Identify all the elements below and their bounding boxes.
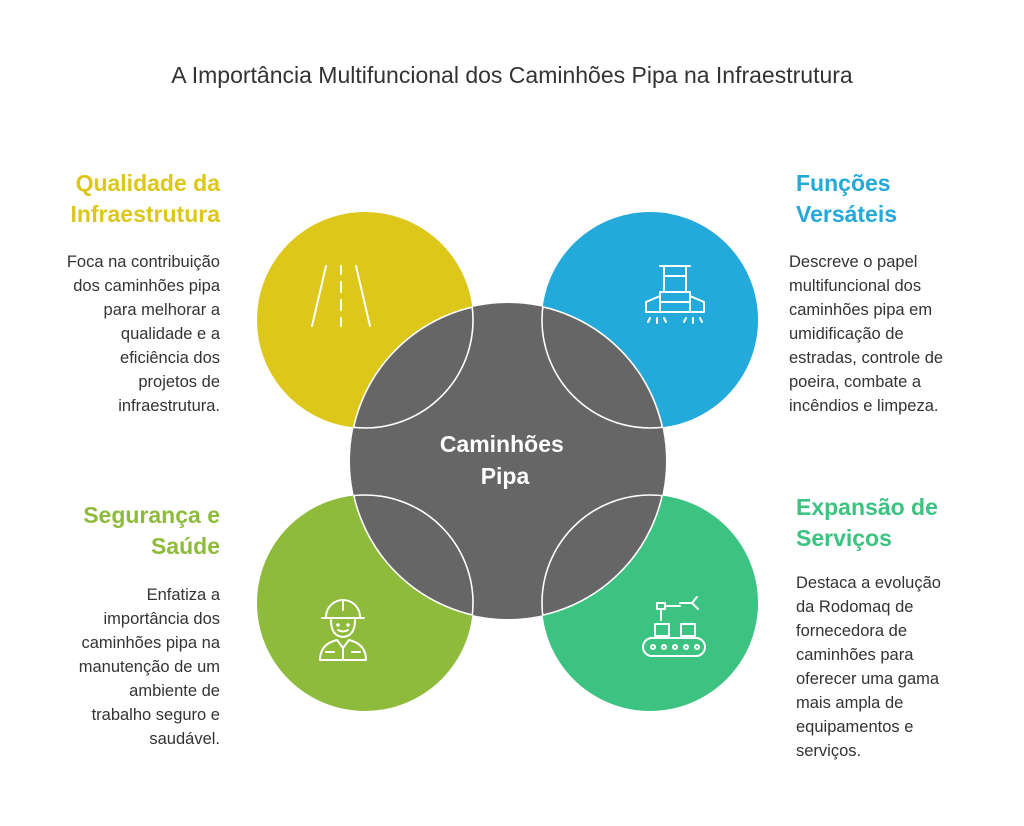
functions-desc-line-7: incêndios e limpeza.	[789, 397, 939, 415]
center-label-line-2: Pipa	[481, 463, 530, 489]
safety-desc-line-6: trabalho seguro e	[91, 706, 220, 724]
expansion-desc-line-8: serviços.	[796, 742, 862, 760]
safety-desc-line-4: manutenção de um	[78, 658, 220, 676]
robot-arm-conveyor-icon	[642, 596, 706, 657]
functions-overlap-arc	[541, 303, 666, 429]
functions-desc-line-2: multifuncional dos	[789, 277, 922, 295]
quality-desc-line-6: projetos de	[138, 373, 220, 391]
functions-desc-line-3: caminhões pipa em	[789, 301, 933, 319]
quality-desc-line-7: infraestrutura.	[118, 397, 220, 415]
quality-desc-line-2: dos caminhões pipa	[73, 277, 220, 295]
functions-desc-line-5: estradas, controle de	[789, 349, 944, 367]
quality-heading: Qualidade da Infraestrutura	[70, 168, 220, 230]
road-icon	[311, 265, 371, 327]
expansion-desc-line-4: caminhões para	[796, 646, 914, 664]
quality-heading-line-1: Qualidade da	[75, 170, 220, 196]
quality-desc-line-5: eficiência dos	[120, 349, 220, 367]
functions-desc-line-4: umidificação de	[789, 325, 904, 343]
expansion-desc-line-1: Destaca a evolução	[796, 574, 941, 592]
diagram-title: A Importância Multifuncional dos Caminhõ…	[171, 62, 853, 88]
safety-desc-line-3: caminhões pipa na	[81, 634, 220, 652]
safety-heading-line-2: Saúde	[150, 533, 220, 559]
quality-description: Foca na contribuição dos caminhões pipa …	[67, 250, 220, 418]
expansion-heading-line-1: Expansão de	[796, 494, 938, 520]
quality-desc-line-3: para melhorar a	[103, 301, 220, 319]
quality-heading-line-2: Infraestrutura	[70, 201, 220, 227]
expansion-description: Destaca a evolução da Rodomaq de fornece…	[796, 571, 941, 763]
functions-heading-line-1: Funções	[796, 170, 891, 196]
worker-helmet-icon	[319, 599, 367, 661]
expansion-heading-line-2: Serviços	[796, 525, 892, 551]
functions-heading: Funções Versáteis	[796, 168, 897, 230]
safety-heading: Segurança e Saúde	[83, 500, 220, 562]
quality-desc-line-1: Foca na contribuição	[66, 253, 220, 271]
functions-desc-line-1: Descreve o papel	[789, 253, 918, 271]
functions-heading-line-2: Versáteis	[796, 201, 898, 227]
safety-desc-line-5: ambiente de	[129, 682, 220, 700]
safety-desc-line-7: saudável.	[149, 730, 220, 748]
expansion-heading: Expansão de Serviços	[796, 492, 938, 554]
functions-desc-line-6: poeira, combate a	[789, 373, 922, 391]
safety-desc-line-2: importância dos	[103, 610, 220, 628]
center-label-line-1: Caminhões	[440, 431, 564, 457]
safety-overlap-arc	[350, 494, 474, 619]
sprinkler-machine-icon	[645, 265, 705, 324]
expansion-desc-line-7: equipamentos e	[796, 718, 914, 736]
expansion-desc-line-3: fornecedora de	[796, 622, 907, 640]
center-label: Caminhões Pipa	[440, 431, 570, 489]
quality-overlap-arc	[350, 303, 474, 429]
quality-desc-line-4: qualidade e a	[120, 325, 220, 343]
functions-description: Descreve o papel multifuncional dos cami…	[789, 250, 943, 418]
safety-description: Enfatiza a importância dos caminhões pip…	[79, 583, 220, 751]
center-circle	[350, 303, 666, 619]
expansion-overlap-arc	[541, 494, 666, 619]
expansion-desc-line-6: mais ampla de	[796, 694, 904, 712]
safety-heading-line-1: Segurança e	[83, 502, 220, 528]
expansion-desc-line-5: oferecer uma gama	[796, 670, 940, 688]
safety-desc-line-1: Enfatiza a	[146, 586, 220, 604]
expansion-desc-line-2: da Rodomaq de	[796, 598, 914, 616]
